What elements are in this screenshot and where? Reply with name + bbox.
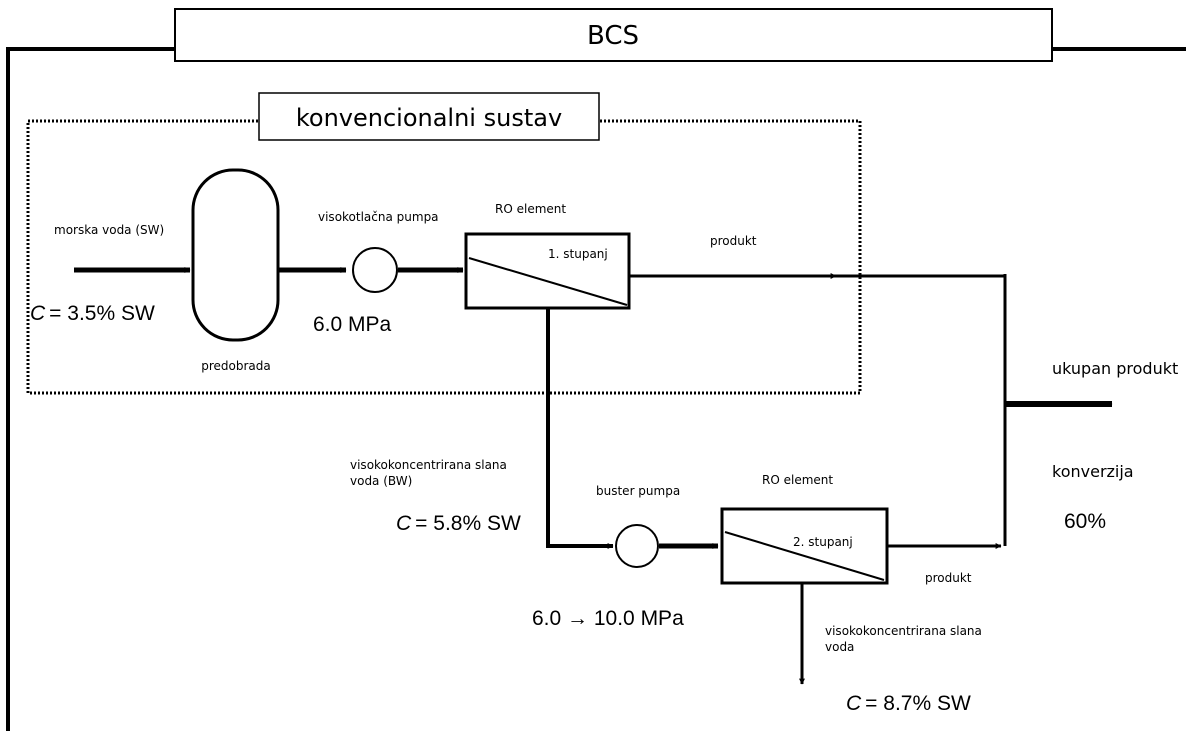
bcs-frame-left — [6, 47, 175, 731]
brine2-label-line1: visokokoncentrirana slana — [825, 624, 982, 638]
ro-element-stage1 — [464, 232, 631, 310]
ro2-title: RO element — [762, 473, 833, 487]
brine2-label-line2: voda — [825, 640, 854, 654]
ro2-stage-label: 2. stupanj — [793, 535, 853, 549]
booster-pump-pressure: 6.0 → 10.0 MPa — [532, 607, 684, 630]
booster-pump-label: buster pumpa — [596, 484, 680, 498]
bcs-title-box — [174, 8, 1053, 62]
ro2-membrane-line — [724, 531, 885, 581]
inlet-concentration: C= 3.5% SW — [30, 302, 155, 325]
pretreatment-label: predobrada — [201, 359, 271, 373]
bcs-title: BCS — [587, 21, 639, 51]
total-product-label: ukupan produkt — [1052, 359, 1178, 378]
conventional-system-label: konvencionalni sustav — [296, 104, 562, 132]
conversion-value: 60% — [1064, 510, 1106, 533]
ro2-product-label: produkt — [925, 571, 972, 585]
conventional-system-frame — [26, 119, 862, 395]
ro1-membrane-line — [468, 257, 628, 306]
conversion-label: konverzija — [1052, 462, 1134, 481]
high-pressure-pump-icon — [352, 247, 398, 293]
conventional-system-label-box — [258, 92, 600, 141]
ro-element-stage2 — [720, 507, 889, 585]
brine1-concentration: C= 5.8% SW — [396, 512, 521, 535]
ro1-product-label: produkt — [710, 234, 757, 248]
pretreatment-vessel — [191, 168, 280, 342]
high-pressure-pump-pressure: 6.0 MPa — [313, 313, 392, 336]
high-pressure-pump-label: visokotlačna pumpa — [318, 210, 439, 224]
ro1-stage-label: 1. stupanj — [548, 247, 608, 261]
brine1-label-line2: voda (BW) — [350, 474, 412, 488]
brine2-concentration: C= 8.7% SW — [846, 692, 971, 715]
brine1-label-line1: visokokoncentrirana slana — [350, 458, 507, 472]
inlet-label: morska voda (SW) — [54, 223, 164, 237]
ro1-title: RO element — [495, 202, 566, 216]
booster-pump-icon — [615, 524, 659, 568]
